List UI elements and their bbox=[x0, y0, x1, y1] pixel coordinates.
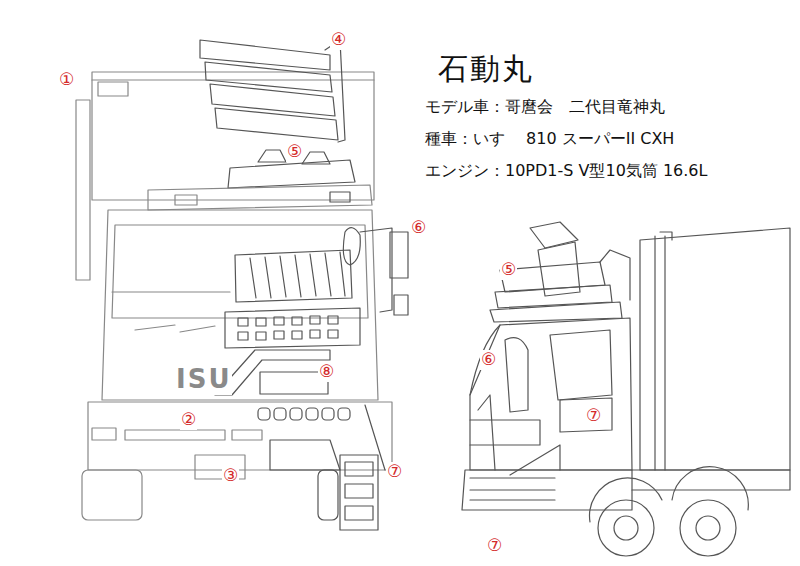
callout-number: ② bbox=[180, 410, 197, 430]
spec-note: エンジン：10PD1-S V型10気筒 16.6L bbox=[425, 162, 707, 180]
callout-number: ⑤ bbox=[500, 260, 517, 280]
callout-number: ⑦ bbox=[486, 536, 503, 556]
spec-note: モデル車：哥麿会 二代目竜神丸 bbox=[425, 98, 665, 116]
callout-number: ⑧ bbox=[318, 362, 335, 382]
title-text: 石動丸 bbox=[438, 52, 534, 87]
side-view bbox=[462, 222, 790, 556]
callout-number: ① bbox=[58, 70, 75, 90]
spec-note: 種車：いすゞ 810 スーパーII CXH bbox=[425, 130, 674, 148]
callout-number: ⑦ bbox=[585, 406, 602, 426]
callout-number: ④ bbox=[330, 30, 347, 50]
callout-number: ⑤ bbox=[286, 142, 303, 162]
grille-lettering: ISU bbox=[176, 365, 232, 395]
callout-number: ⑥ bbox=[480, 350, 497, 370]
callout-number: ⑥ bbox=[410, 218, 427, 238]
front-view bbox=[76, 40, 408, 530]
callout-number: ③ bbox=[222, 466, 239, 486]
callout-number: ⑦ bbox=[386, 462, 403, 482]
